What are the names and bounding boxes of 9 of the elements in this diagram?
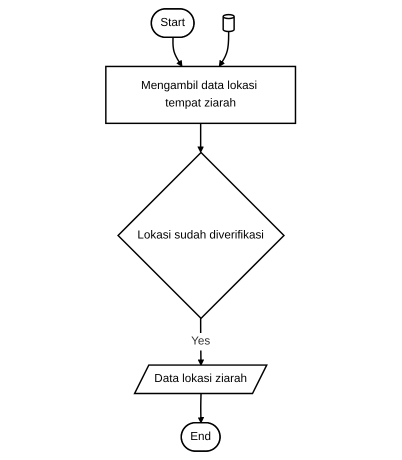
- arrow: [219, 31, 230, 67]
- node-cylinder: [222, 14, 236, 32]
- node-diamond: [117, 152, 286, 320]
- arrow: [198, 394, 204, 424]
- arrow: [172, 38, 183, 67]
- arrow: [198, 123, 204, 153]
- flowchart: Yes Start Mengambil data lokasi tempat ziarah Lokasi sudah diverifikasi Data lokasi ziarah End: [100, 3, 302, 457]
- node-box: [105, 66, 297, 124]
- arrow: [198, 318, 204, 366]
